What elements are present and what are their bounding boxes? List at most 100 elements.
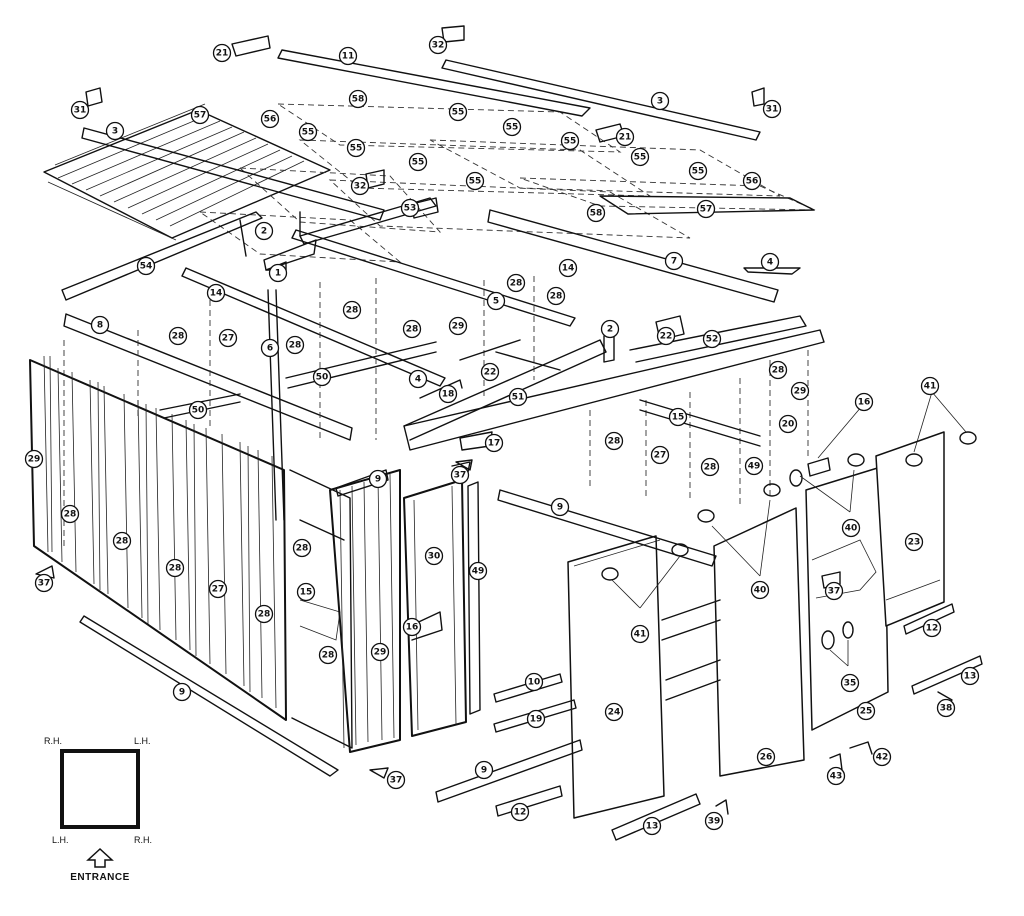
callout-circle <box>346 138 366 158</box>
callout-number: 9 <box>557 503 563 513</box>
callout-number: 57 <box>194 111 207 121</box>
callout-circle <box>502 117 522 137</box>
callout-circle <box>508 387 528 407</box>
callout-number: 55 <box>506 123 519 133</box>
callout-circle <box>920 376 940 396</box>
key-top-left-label: R.H. <box>44 736 62 746</box>
callout-number: 25 <box>860 707 873 717</box>
callout-number: 32 <box>432 41 445 51</box>
part-callout-55: 55 <box>465 171 485 191</box>
callout-circle <box>408 152 428 172</box>
part-callout-28: 28 <box>700 457 720 477</box>
callout-number: 29 <box>794 387 807 397</box>
callout-number: 43 <box>830 772 843 782</box>
callout-circle <box>208 579 228 599</box>
part-callout-38: 38 <box>936 698 956 718</box>
part-callout-57: 57 <box>696 199 716 219</box>
callout-number: 28 <box>346 306 359 316</box>
callout-circle <box>474 760 494 780</box>
callout-circle <box>656 326 676 346</box>
callout-circle <box>526 709 546 729</box>
callout-circle <box>824 581 844 601</box>
callout-number: 4 <box>767 258 773 268</box>
callout-circle <box>696 199 716 219</box>
callout-number: 22 <box>660 332 673 342</box>
callout-circle <box>438 384 458 404</box>
part-callout-21: 21 <box>212 43 232 63</box>
callout-number: 10 <box>528 678 541 688</box>
callout-circle <box>448 102 468 122</box>
callout-circle <box>904 532 924 552</box>
callout-circle <box>165 558 185 578</box>
part-callout-55: 55 <box>630 147 650 167</box>
callout-number: 29 <box>374 648 387 658</box>
part-callout-55: 55 <box>502 117 522 137</box>
callout-number: 21 <box>619 133 632 143</box>
callout-number: 49 <box>472 567 485 577</box>
callout-number: 20 <box>782 420 795 430</box>
callout-number: 19 <box>530 715 543 725</box>
callout-circle <box>370 642 390 662</box>
callout-circle <box>702 329 722 349</box>
callout-number: 15 <box>672 413 685 423</box>
callout-number: 55 <box>564 137 577 147</box>
callout-number: 28 <box>169 564 182 574</box>
part-callout-37: 37 <box>386 770 406 790</box>
callout-circle <box>756 747 776 767</box>
callout-number: 24 <box>608 708 621 718</box>
callout-number: 55 <box>350 144 363 154</box>
part-callout-28: 28 <box>506 273 526 293</box>
part-callout-26: 26 <box>756 747 776 767</box>
part-callout-23: 23 <box>904 532 924 552</box>
callout-number: 39 <box>708 817 721 827</box>
callout-circle <box>600 319 620 339</box>
callout-number: 16 <box>406 623 419 633</box>
callout-circle <box>768 360 788 380</box>
part-callout-10: 10 <box>524 672 544 692</box>
callout-number: 13 <box>646 822 659 832</box>
callout-number: 58 <box>352 95 365 105</box>
callout-circle <box>298 122 318 142</box>
part-callout-55: 55 <box>688 161 708 181</box>
callout-number: 15 <box>300 588 313 598</box>
callout-number: 28 <box>510 279 523 289</box>
part-callout-57: 57 <box>190 105 210 125</box>
callout-number: 23 <box>908 538 921 548</box>
callout-number: 29 <box>28 455 41 465</box>
part-callout-28: 28 <box>318 645 338 665</box>
part-callout-32: 32 <box>350 176 370 196</box>
part-callout-3: 3 <box>105 121 125 141</box>
callout-number: 28 <box>608 437 621 447</box>
callout-number: 3 <box>657 97 663 107</box>
callout-circle <box>386 770 406 790</box>
interior-wall-panels <box>63 276 809 546</box>
entrance-label: ENTRANCE <box>70 872 130 883</box>
key-bottom-left-label: L.H. <box>52 835 69 845</box>
callout-number: 28 <box>704 463 717 473</box>
callout-number: 7 <box>671 257 677 267</box>
callout-circle <box>312 367 332 387</box>
callout-number: 51 <box>512 393 525 403</box>
part-callout-24: 24 <box>604 702 624 722</box>
part-callout-41: 41 <box>630 624 650 644</box>
callout-number: 4 <box>415 375 421 385</box>
callout-number: 30 <box>428 552 441 562</box>
part-callout-50: 50 <box>188 400 208 420</box>
callout-circle <box>172 682 192 702</box>
part-callout-27: 27 <box>208 579 228 599</box>
key-bottom-right-label: R.H. <box>134 835 152 845</box>
part-callout-49: 49 <box>744 456 764 476</box>
callout-circle <box>260 109 280 129</box>
callout-number: 28 <box>550 292 563 302</box>
part-callout-22: 22 <box>480 362 500 382</box>
callout-number: 55 <box>302 128 315 138</box>
callout-circle <box>465 171 485 191</box>
part-callout-20: 20 <box>778 414 798 434</box>
part-callout-40: 40 <box>750 580 770 600</box>
part-callout-49: 49 <box>468 561 488 581</box>
part-callout-13: 13 <box>960 666 980 686</box>
callout-circle <box>586 203 606 223</box>
callout-circle <box>190 105 210 125</box>
part-callout-55: 55 <box>346 138 366 158</box>
callout-number: 13 <box>964 672 977 682</box>
